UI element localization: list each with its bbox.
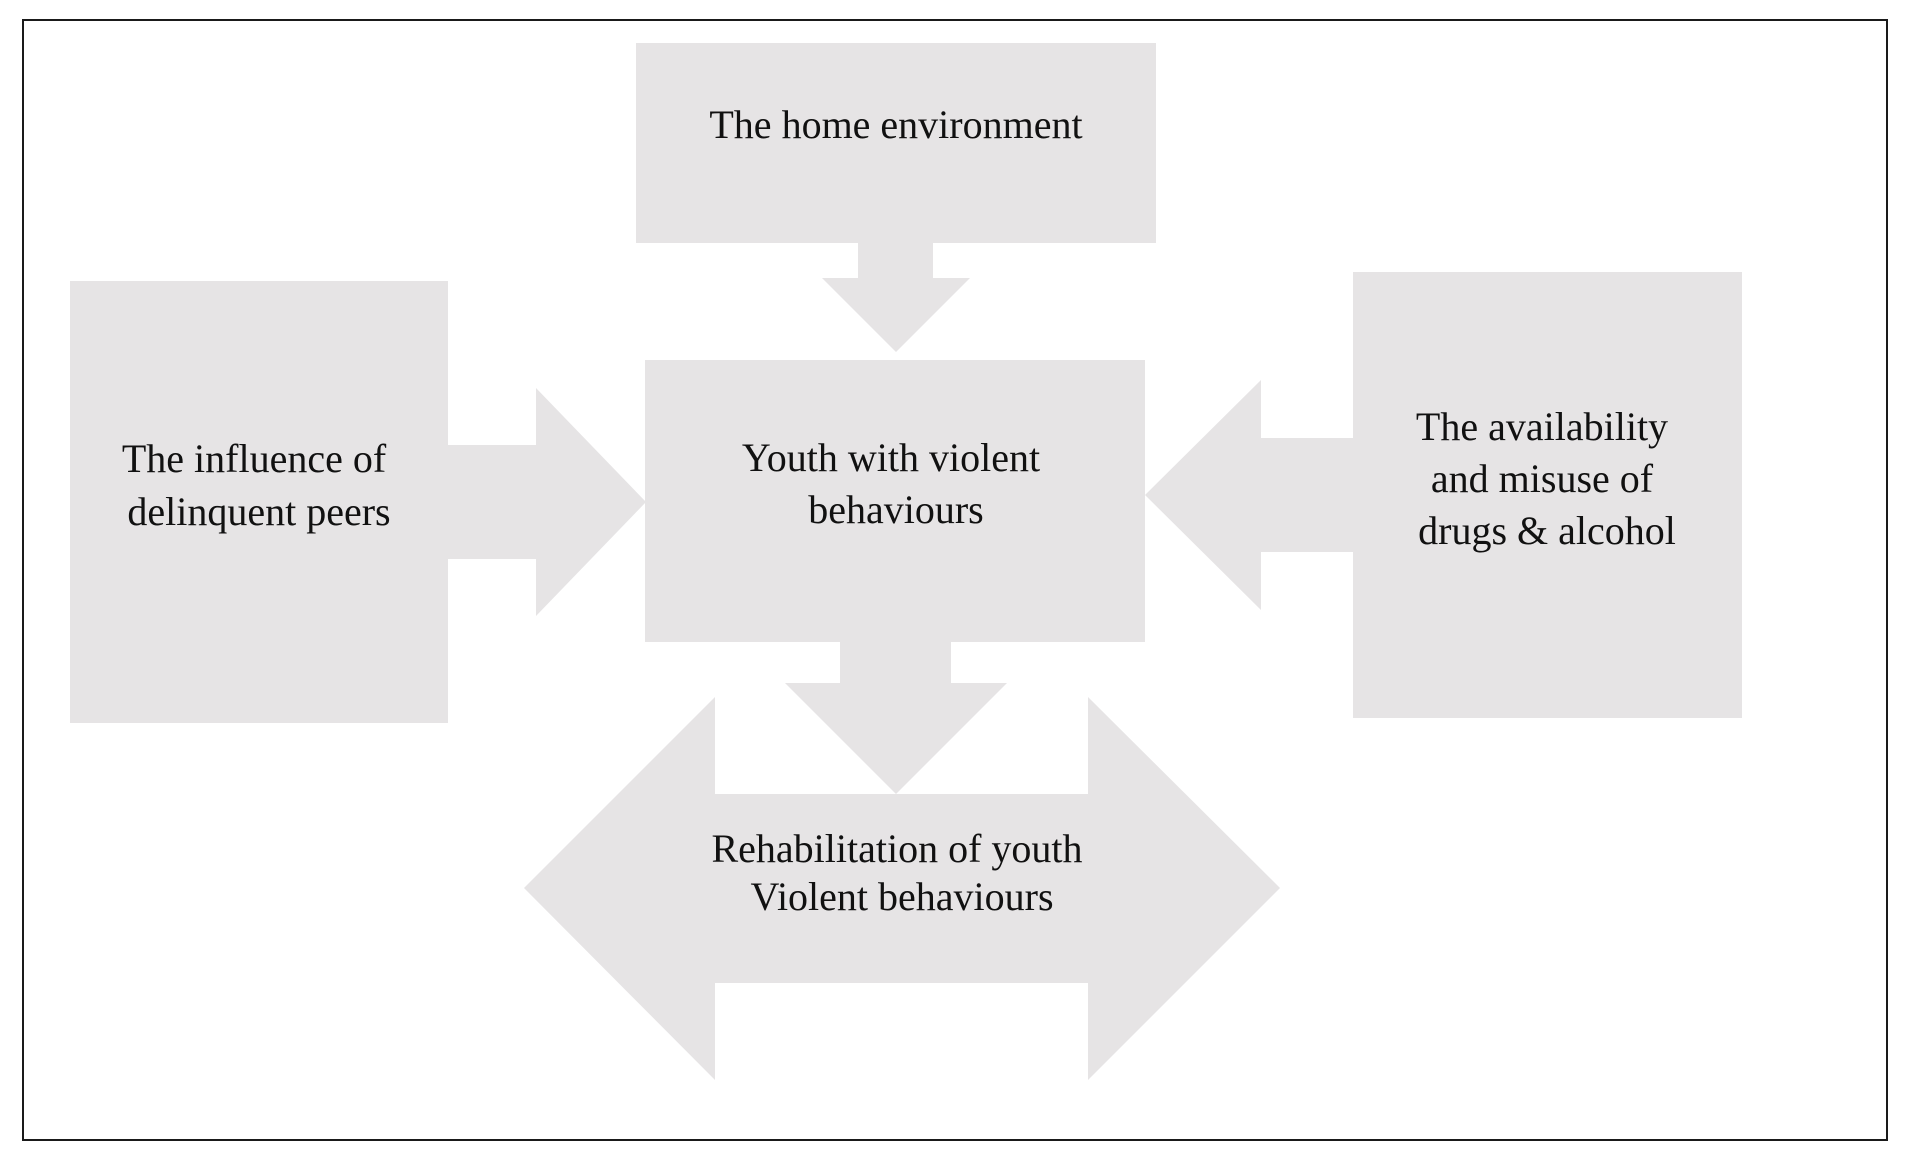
drugs-alcohol-line-1: The availability xyxy=(1416,404,1668,449)
youth-violent-box xyxy=(645,360,1145,642)
arrow-peers-to-youth xyxy=(448,388,646,616)
node-youth-violent: Youth with violent behaviours xyxy=(645,360,1145,642)
rehabilitation-line-1: Rehabilitation of youth xyxy=(711,826,1082,871)
arrow-youth-to-rehabilitation xyxy=(785,642,1007,794)
svg-text:The availability and m: The availability and misuse of drugs & a… xyxy=(1416,404,1678,553)
delinquent-peers-line-2: delinquent peers xyxy=(127,489,390,534)
home-environment-box xyxy=(636,43,1156,243)
youth-violent-line-2: behaviours xyxy=(808,487,984,532)
drugs-alcohol-line-2: and misuse of xyxy=(1431,456,1654,501)
node-rehabilitation: Rehabilitation of youth Violent behaviou… xyxy=(524,697,1280,1080)
rehabilitation-double-arrow xyxy=(524,697,1280,1080)
delinquent-peers-line-1: The influence of xyxy=(122,436,387,481)
arrow-home-to-youth xyxy=(822,243,970,352)
delinquent-peers-box xyxy=(70,281,448,723)
rehabilitation-line-2: Violent behaviours xyxy=(750,874,1053,919)
svg-text:Rehabilitation of youth: Rehabilitation of youth Violent behaviou… xyxy=(711,826,1092,919)
diagram-frame xyxy=(22,19,1888,1141)
drugs-alcohol-box xyxy=(1353,272,1742,718)
arrow-drugs-to-youth xyxy=(1145,380,1353,610)
svg-text:The home environment: The home environment xyxy=(709,102,1082,147)
drugs-alcohol-line-3: drugs & alcohol xyxy=(1418,508,1676,553)
node-drugs-alcohol: The availability and misuse of drugs & a… xyxy=(1353,272,1742,718)
home-environment-line-1: The home environment xyxy=(709,102,1082,147)
svg-text:The influence of delin: The influence of delinquent peers xyxy=(122,436,396,534)
svg-text:Youth with violent beh: Youth with violent behaviours xyxy=(742,435,1050,532)
node-delinquent-peers: The influence of delinquent peers xyxy=(70,281,448,723)
youth-violent-line-1: Youth with violent xyxy=(742,435,1040,480)
node-home-environment: The home environment xyxy=(636,43,1156,243)
